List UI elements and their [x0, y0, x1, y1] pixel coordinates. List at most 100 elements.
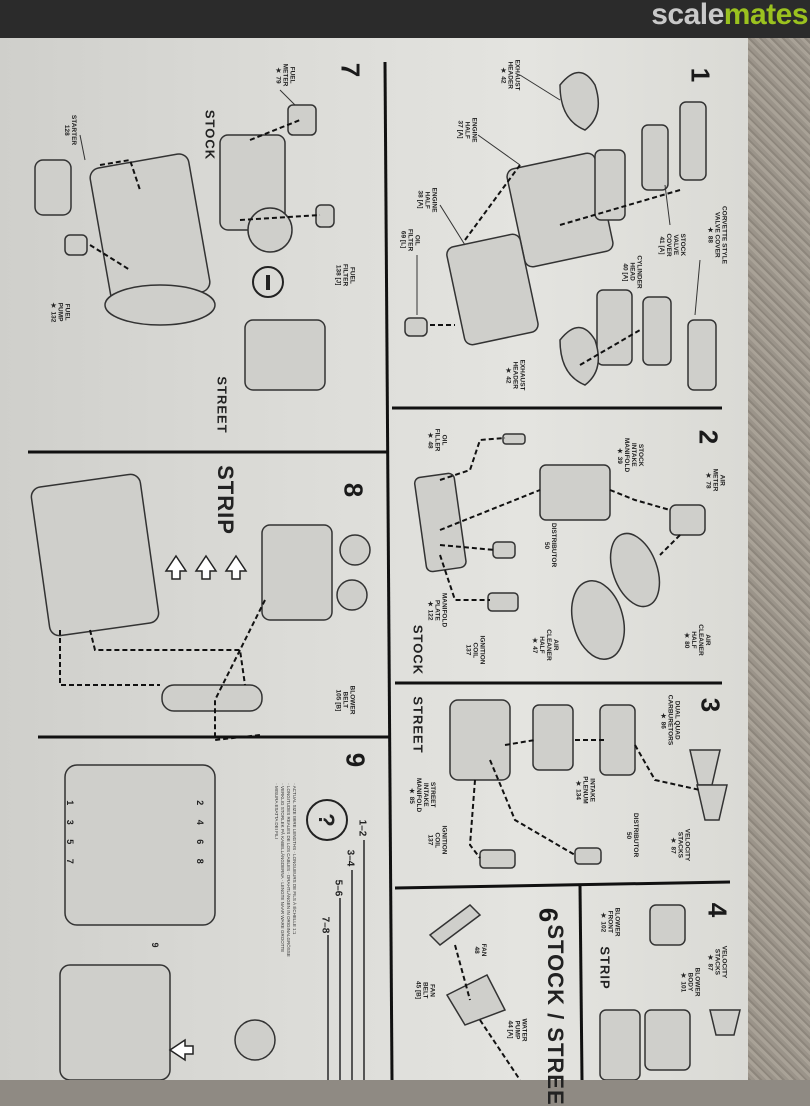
label-air-meter: AIR METER ★ 78: [704, 468, 726, 492]
cylinder-head: [596, 289, 633, 366]
step-number-2: 2: [693, 429, 724, 445]
distributor: [492, 541, 516, 559]
label-fuel-meter: FUEL METER ★ 79: [274, 63, 296, 87]
valve-cover-stock-2: [641, 124, 669, 191]
cylinder-numbers-even: 2 4 6 8: [195, 800, 205, 870]
wire-length-footnote: · ACTUAL SIZE WIRE LENGTHS · LONGUEURS D…: [274, 783, 297, 957]
label-exhaust-header-2: EXHAUST HEADER ★ 42: [504, 359, 526, 391]
air-cleaner-half-80: [609, 532, 661, 608]
corvette-valve-cover: [679, 101, 707, 181]
label-velocity-stacks: VELOCITY STACKS ★ 87: [669, 828, 691, 862]
parts: [30, 71, 741, 1080]
fan-pulley: [104, 284, 216, 326]
label-ignition-coil: IGNITION COIL 137: [464, 635, 486, 665]
coil-number: 9: [150, 942, 160, 948]
heading-street-3: STREET: [410, 696, 426, 754]
blower-belt: [161, 684, 263, 712]
air-meter: [669, 504, 706, 536]
label-fuel-pump: FUEL PUMP ★ 132: [49, 301, 71, 323]
label-cylinder-head: CYLINDER HEAD 40 [A]: [621, 255, 643, 289]
stock-intake-manifold: [539, 464, 611, 521]
heading-strip-4: STRIP: [597, 946, 613, 990]
air-cleaner: [247, 207, 293, 253]
question-mark-glyph: ?: [314, 813, 339, 826]
instruction-artwork: ?: [28, 61, 741, 1080]
velocity-stack-8: [339, 534, 371, 566]
leader-lines: [79, 74, 701, 316]
air-cleaner-half-47: [570, 580, 626, 660]
arrow-icons: [164, 554, 248, 1062]
oil-filter: [404, 317, 428, 337]
step-number-4: 4: [702, 902, 733, 918]
wire-label-1-2: 1–2: [356, 819, 368, 837]
street-intake: [244, 319, 326, 391]
wire-lengths: [327, 840, 365, 1080]
divider-6-4: [578, 884, 584, 1080]
velocity-stack-2: [696, 784, 728, 821]
heading-stock: STOCK: [202, 109, 218, 161]
divider-vertical: [383, 61, 394, 1080]
label-street-intake-manifold: STREET INTAKE MANIFOLD ★ 85: [408, 777, 436, 813]
corvette-valve-cover-2: [687, 319, 717, 391]
blower-front: [649, 904, 686, 946]
starter: [34, 159, 72, 216]
label-blower-belt: BLOWER BELT 105 [B]: [334, 685, 356, 715]
label-dual-quad-carburetors: DUAL QUAD CARBURETORS ★ 86: [659, 694, 681, 746]
label-blower-body: BLOWER BODY ★ 101: [679, 967, 701, 997]
engine-half-38: [446, 233, 539, 346]
step-number-8: 8: [338, 482, 369, 498]
velocity-stack-8b: [336, 579, 368, 611]
label-velocity-stacks-4: VELOCITY STACKS ★ 87: [706, 945, 728, 979]
label-fan-belt: FAN BELT 45 [B]: [414, 980, 436, 1000]
engine-block: [89, 153, 211, 307]
blower-assembly: [261, 524, 333, 621]
label-distributor: DISTRIBUTOR 50: [543, 522, 557, 568]
fuel-filter: [315, 204, 335, 228]
oil-filler: [502, 433, 526, 445]
scalemates-logo: scalemates: [651, 0, 808, 31]
engine-side-9: [59, 964, 171, 1080]
fan-belt: [445, 973, 507, 1026]
wire-label-5-6: 5–6: [332, 879, 344, 897]
fuel-pump: [64, 234, 88, 256]
label-distributor-3: DISTRIBUTOR 50: [625, 812, 639, 858]
velocity-stack: [689, 749, 721, 786]
exhaust-header-2: [559, 326, 600, 386]
heading-stock-2: STOCK: [410, 624, 426, 676]
label-corvette-valve-cover: CORVETTE STYLE VALVE COVER ★ 88: [706, 205, 728, 265]
ignition-coil-3: [479, 849, 516, 869]
label-stock-intake-manifold: STOCK INTAKE MANIFOLD ★ 39: [616, 437, 644, 473]
label-intake-plenum: INTAKE PLENUM ★ 134: [574, 776, 596, 804]
heading-street: STREET: [214, 376, 230, 434]
label-engine-half-37: ENGINE HALF 37 [A]: [456, 117, 478, 143]
distributor-cap: [234, 1019, 276, 1061]
valve-cover-stock: [594, 149, 626, 221]
valve-cover-2: [642, 296, 672, 366]
label-blower-front: BLOWER FRONT ★ 102: [599, 907, 621, 937]
engine-block-8: [30, 473, 160, 637]
step-number-3: 3: [695, 697, 726, 713]
label-exhaust-header: EXHAUST HEADER ★ 42: [499, 59, 521, 91]
label-manifold-plate: MANIFOLD PLATE ★ 122: [426, 592, 448, 628]
heading-stock-street: STOCK / STREE: [543, 924, 568, 1106]
distributor-3: [574, 847, 602, 865]
label-starter: STARTER 128: [63, 114, 77, 146]
label-stock-valve-cover: STOCK VALVE COVER 41 [A]: [658, 233, 686, 257]
label-oil-filter: OIL FILTER 69 [L]: [399, 228, 421, 252]
label-fan: FAN 48: [473, 943, 487, 957]
label-air-cleaner-half-80: AIR CLEANER HALF ★ 80: [683, 624, 711, 656]
intake-plenum: [532, 704, 574, 771]
step-number-6: 6: [533, 907, 564, 923]
exhaust-header: [559, 71, 600, 131]
dual-quad-carbs: [599, 704, 636, 776]
divider-3-6: [394, 880, 731, 890]
step-number-1: 1: [685, 67, 716, 83]
label-fuel-filter: FUEL FILTER 138 [J]: [334, 263, 356, 287]
fuel-meter: [287, 104, 317, 136]
manifold-plate: [413, 472, 467, 573]
heading-strip: STRIP: [213, 465, 238, 535]
wire-label-3-4: 3–4: [344, 849, 356, 867]
label-water-pump: WATER PUMP 44 [A]: [506, 1018, 528, 1042]
assembly-lines: [59, 119, 701, 1080]
label-oil-filler: OIL FILLER ★ 48: [426, 428, 448, 452]
